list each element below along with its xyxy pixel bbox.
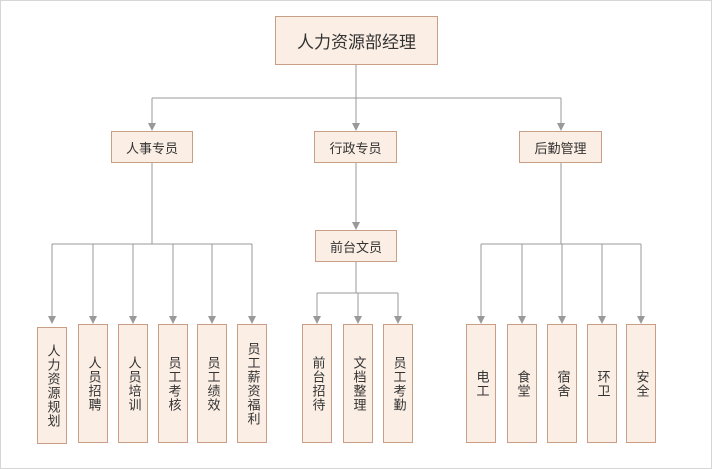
node-dormitory: 宿舍: [547, 324, 577, 443]
node-logistics-management: 后勤管理: [519, 131, 602, 163]
node-attendance: 员工考勤: [383, 324, 413, 443]
node-assessment: 员工考核: [158, 324, 188, 443]
node-admin-specialist: 行政专员: [314, 131, 397, 163]
node-hr-specialist: 人事专员: [111, 131, 193, 163]
node-reception: 前台招待: [302, 324, 332, 443]
node-canteen: 食堂: [507, 324, 537, 443]
node-salary-benefits: 员工薪资福利: [237, 324, 267, 443]
node-performance: 员工绩效: [197, 324, 227, 443]
node-electrician: 电工: [466, 324, 496, 443]
node-safety: 安全: [626, 324, 656, 443]
node-hr-manager: 人力资源部经理: [275, 16, 438, 65]
node-document-filing: 文档整理: [343, 324, 373, 443]
node-training: 人员培训: [118, 324, 148, 443]
node-hr-planning: 人力资源规划: [37, 327, 67, 444]
node-front-desk-clerk: 前台文员: [315, 230, 397, 262]
node-sanitation: 环卫: [587, 324, 617, 443]
node-recruitment: 人员招聘: [78, 324, 108, 443]
